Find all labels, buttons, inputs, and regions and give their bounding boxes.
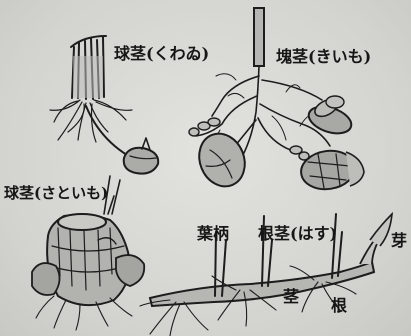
bud-label: 芽: [391, 233, 407, 249]
root-label: 根: [331, 298, 347, 314]
tuber-kiimo-label: 塊茎(きいも): [276, 49, 371, 65]
corm-kuwai-label: 球茎(くわゐ): [114, 46, 209, 62]
stem-label: 茎: [283, 289, 299, 305]
corm-satoimo-label: 球茎(さといも): [4, 186, 108, 201]
kiimo-tuber-drawing: [189, 8, 364, 193]
rhizome-hasu-label: 根茎(はす): [258, 226, 337, 242]
petiole-label: 葉柄: [197, 226, 229, 242]
